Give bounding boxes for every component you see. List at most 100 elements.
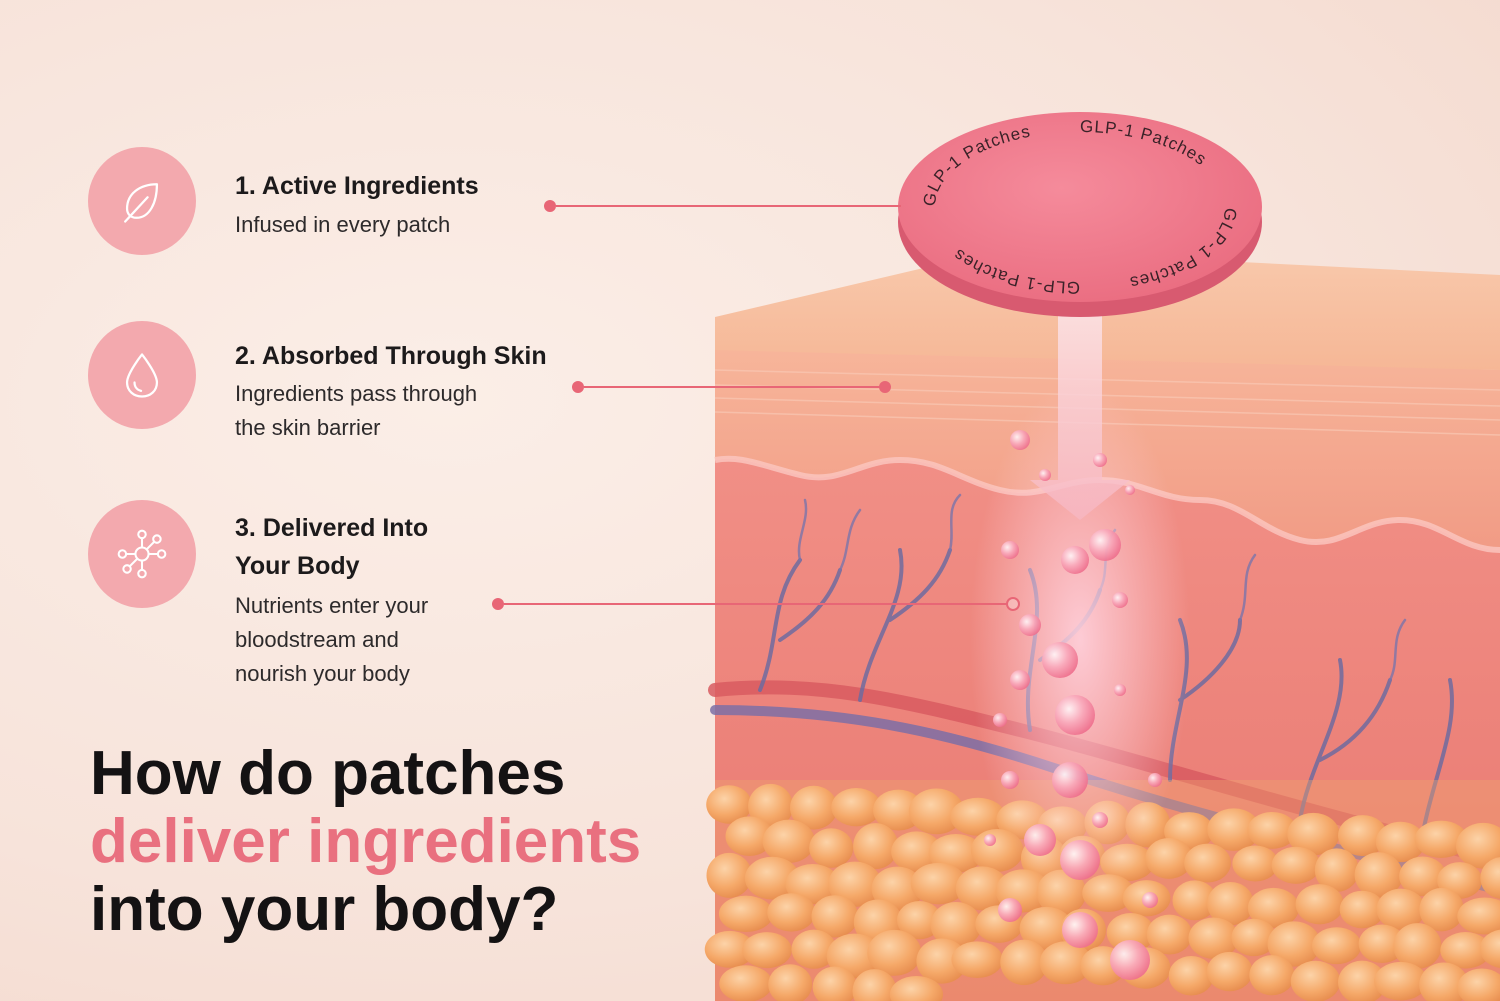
ingredient-bubble (1024, 824, 1056, 856)
step-3-description-line-2: bloodstream and (235, 627, 399, 652)
skin-cross-section-illustration: GLP-1 Patches GLP-1 Patches GLP-1 Patche… (704, 112, 1500, 1001)
ingredient-bubble (1114, 684, 1126, 696)
fat-cell (1249, 955, 1295, 996)
ingredient-bubble (1062, 912, 1098, 948)
fat-cell (1457, 968, 1500, 1001)
fat-cell (812, 966, 857, 1001)
fat-cell (908, 788, 965, 835)
fat-cell (1039, 941, 1092, 985)
fat-cell (853, 823, 899, 870)
connector-3-line (504, 603, 1007, 605)
fat-cell (768, 964, 813, 1001)
fat-cell (1106, 912, 1155, 953)
step-3-description-line-3: nourish your body (235, 661, 410, 686)
ingredient-bubble (1061, 546, 1089, 574)
ingredient-bubble (1055, 695, 1095, 735)
ingredient-bubble (1039, 469, 1051, 481)
headline-line-2: deliver ingredients (90, 807, 642, 876)
leaf-icon (124, 183, 159, 223)
fat-cell (785, 864, 840, 905)
fat-cell (719, 965, 773, 1001)
fat-cell (910, 862, 967, 905)
fat-cell (852, 969, 897, 1001)
fat-cell (831, 788, 882, 827)
fat-cell (951, 941, 1003, 978)
fat-cell (889, 975, 944, 1001)
connector-1-start-dot (544, 200, 556, 212)
ingredient-bubble (1042, 642, 1078, 678)
connector-2-line (584, 386, 882, 388)
fat-cell (1019, 906, 1074, 950)
ingredient-bubble (1125, 485, 1135, 495)
fat-cell (748, 783, 794, 829)
step-1-title: 1. Active Ingredients (235, 172, 479, 200)
fat-cell (916, 938, 968, 984)
fat-cell (1290, 960, 1341, 1001)
fat-cell (896, 901, 942, 940)
connector-2-end-dot (879, 381, 891, 393)
fat-cell (1376, 888, 1426, 930)
fat-cell (1457, 897, 1500, 935)
ingredient-bubble (1001, 541, 1019, 559)
fat-cell (1338, 815, 1388, 857)
fat-cell (1247, 811, 1297, 849)
fat-cell (1287, 812, 1340, 856)
ingredient-bubble (1142, 892, 1158, 908)
ingredient-bubbles (984, 430, 1162, 980)
fat-cell (1271, 846, 1321, 884)
fat-cell (1440, 932, 1491, 969)
ingredient-bubble (1001, 771, 1019, 789)
fat-cell (1168, 955, 1214, 996)
ingredient-bubble (1112, 592, 1128, 608)
fat-cell (1172, 880, 1217, 921)
fat-cell (928, 834, 984, 873)
fat-cell (1247, 887, 1300, 928)
fat-cell (1414, 820, 1468, 858)
headline: How do patches deliver ingredients into … (90, 740, 641, 944)
fat-cell (704, 930, 755, 968)
ingredient-bubble (998, 898, 1022, 922)
fat-cell (1000, 939, 1048, 986)
connector-1-line (556, 205, 901, 207)
fat-cell (955, 866, 1009, 911)
fat-cell (718, 895, 774, 932)
fat-cell (1374, 961, 1428, 1001)
ingredient-bubble (993, 713, 1007, 727)
step-3-title-line-2: Your Body (235, 552, 360, 580)
connector-2-start-dot (572, 381, 584, 393)
step-2-icon-circle (88, 321, 196, 429)
fat-cell (790, 785, 838, 830)
fat-cell (706, 785, 752, 824)
fat-cell (742, 932, 792, 969)
connector-3-start-dot (492, 598, 504, 610)
absorption-arrow (1030, 310, 1130, 520)
ingredient-bubble (1060, 840, 1100, 880)
fat-cell (1207, 808, 1261, 851)
ingredient-bubble (1148, 773, 1162, 787)
fat-cell (871, 866, 924, 911)
fat-cell (809, 828, 854, 868)
ingredient-bubble (1110, 940, 1150, 980)
fat-cell (826, 933, 883, 979)
ingredient-bubble (1093, 453, 1107, 467)
fat-cell (1393, 923, 1442, 969)
fat-cell (1146, 914, 1193, 955)
fat-cell (1145, 837, 1193, 879)
fat-cell (1358, 924, 1406, 963)
fat-cell (1207, 881, 1254, 926)
fat-cell (791, 929, 837, 969)
fat-cell (1232, 845, 1279, 882)
step-3-icon-circle (88, 500, 196, 608)
ingredient-bubble (1052, 762, 1088, 798)
ingredient-bubble (1092, 812, 1108, 828)
fat-cell (891, 831, 943, 873)
fat-cell (1206, 951, 1253, 992)
fat-cell (762, 819, 815, 864)
fat-cell (1419, 887, 1465, 932)
fat-cell (1314, 848, 1359, 892)
fat-cell (1399, 856, 1447, 897)
step-2-title: 2. Absorbed Through Skin (235, 342, 547, 370)
fat-cell (828, 861, 882, 907)
step-1-description: Infused in every patch (235, 212, 451, 237)
fat-cell (1337, 960, 1387, 1001)
